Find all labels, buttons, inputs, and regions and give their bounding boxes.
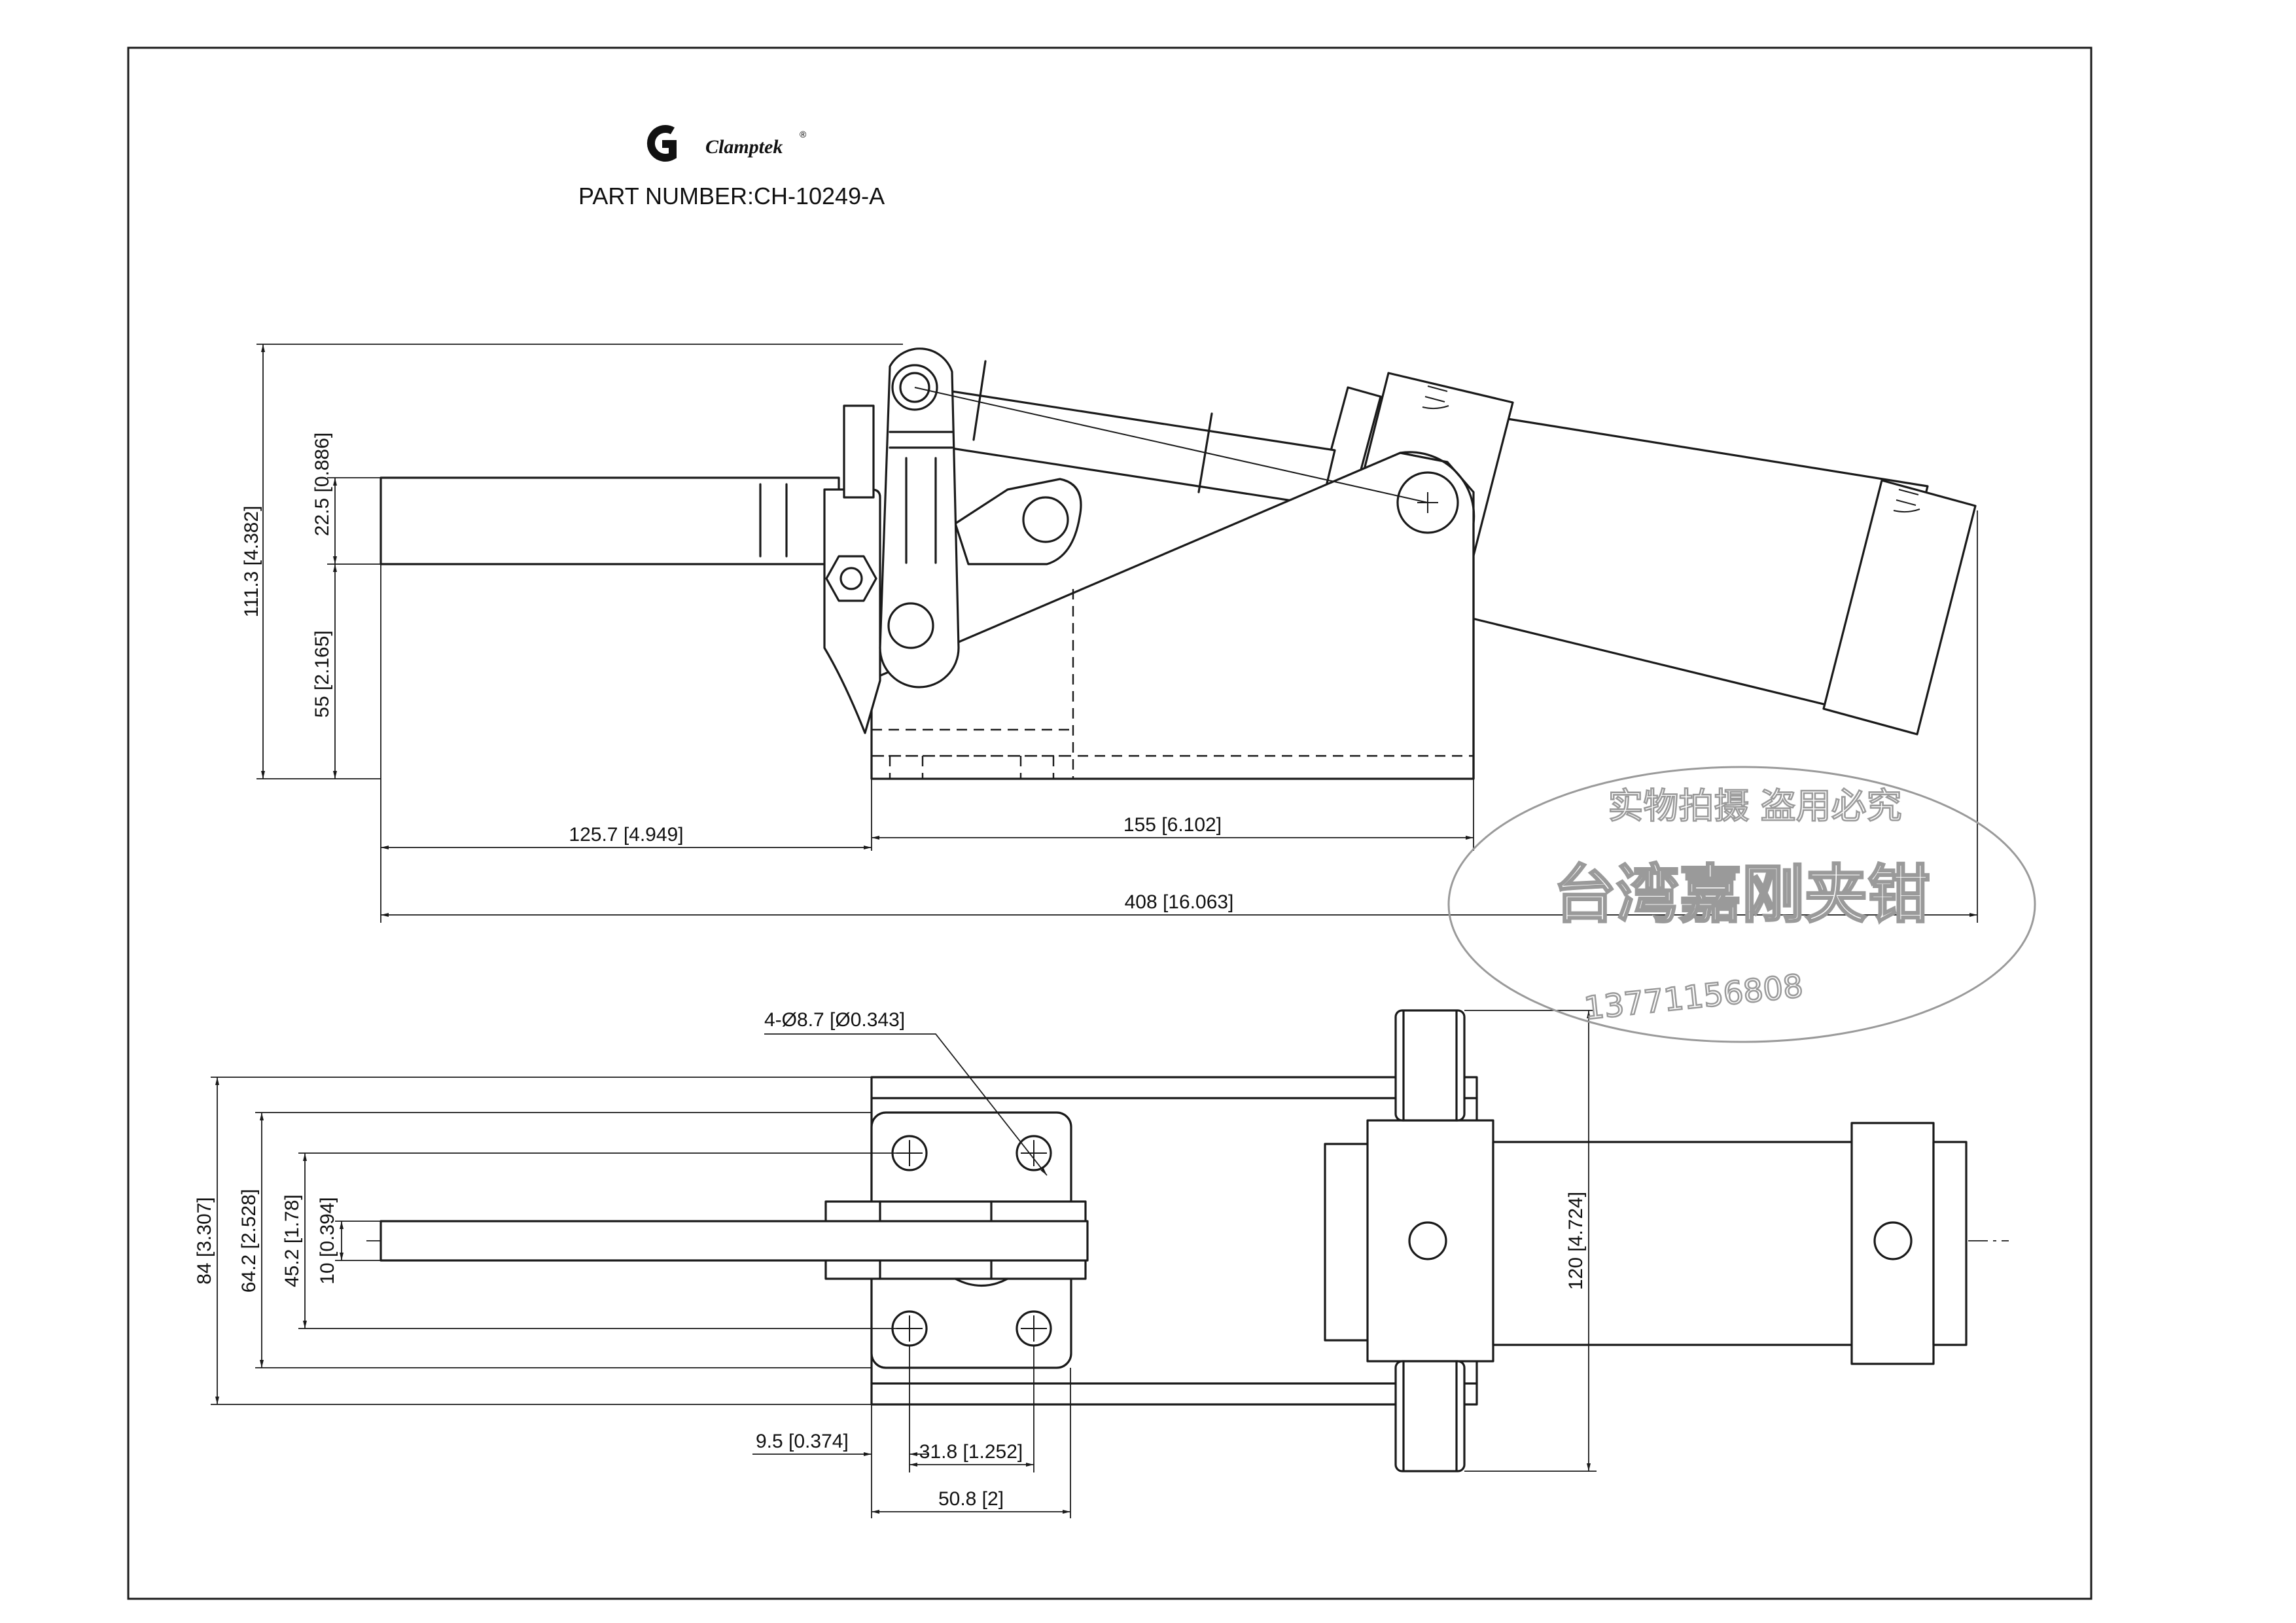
side-view: 111.3 [4.382] 22.5 [0.886] 55 [2.165] 12…	[241, 344, 1978, 923]
top-view: 84 [3.307] 64.2 [2.528] 45.2 [1.78] 10 […	[194, 1009, 2009, 1518]
cylinder-collar-top	[1324, 1143, 1372, 1342]
watermark-line-2: 台湾嘉刚夹钳	[1553, 858, 1930, 931]
dimension-inner-span: 45.2 [1.78]	[281, 1152, 910, 1329]
link-plate-hole	[1022, 496, 1069, 543]
dimension-base-length: 155 [6.102]	[872, 779, 1474, 851]
dimension-base-height: 55 [2.165]	[311, 564, 337, 779]
cylinder-axis-line	[914, 387, 1428, 503]
watermark-phone: 13771156808	[1582, 968, 1805, 1027]
handle-bar-side	[380, 476, 840, 565]
watermark: 实物拍摄 盗用必究 台湾嘉刚夹钳 13771156808	[1447, 766, 2036, 1043]
cylinder-tube-top	[1492, 1141, 1858, 1346]
piston-rod-side	[895, 383, 1336, 507]
part-number-value: CH-10249-A	[754, 183, 885, 209]
dimension-overall-height: 111.3 [4.382]	[241, 344, 903, 779]
mount-block-pivot	[1408, 1221, 1447, 1260]
handle-rod-top	[380, 1220, 1089, 1262]
drawing-border	[127, 46, 2093, 1600]
end-cap-pivot	[1873, 1221, 1913, 1260]
watermark-ellipse	[1447, 766, 2036, 1043]
hidden-lines	[872, 589, 1474, 779]
cylinder-end-flange-top	[1932, 1141, 1968, 1346]
trunnion-pin-top	[1394, 1009, 1466, 1122]
svg-text:55 [2.165]: 55 [2.165]	[311, 630, 333, 717]
watermark-line-1: 实物拍摄 盗用必究	[1608, 785, 1901, 827]
svg-text:125.7 [4.949]: 125.7 [4.949]	[569, 824, 683, 846]
base-arc	[1399, 451, 1475, 780]
svg-text:50.8 [2]: 50.8 [2]	[938, 1488, 1004, 1510]
svg-text:31.8 [1.252]: 31.8 [1.252]	[919, 1441, 1023, 1463]
svg-text:64.2 [2.528]: 64.2 [2.528]	[238, 1189, 260, 1293]
svg-text:45.2 [1.78]: 45.2 [1.78]	[281, 1194, 303, 1287]
svg-text:10 [0.394]: 10 [0.394]	[317, 1197, 338, 1284]
svg-text:111.3 [4.382]: 111.3 [4.382]	[241, 506, 262, 618]
dimension-reach: 125.7 [4.949]	[380, 564, 872, 923]
svg-text:9.5 [0.374]: 9.5 [0.374]	[756, 1431, 849, 1452]
svg-text:22.5 [0.886]: 22.5 [0.886]	[311, 433, 333, 536]
brand-name: Clamptek	[705, 136, 783, 158]
lower-pivot-hole	[887, 602, 934, 649]
svg-text:4-Ø8.7 [Ø0.343]: 4-Ø8.7 [Ø0.343]	[764, 1009, 905, 1031]
main-link	[879, 348, 960, 688]
svg-text:408 [16.063]: 408 [16.063]	[1125, 891, 1234, 913]
end-cap-clip-icon	[1893, 489, 1920, 513]
stop-block	[843, 404, 875, 499]
dimension-edge-offset: 9.5 [0.374]	[752, 1346, 1071, 1518]
dimension-rod: 10 [0.394]	[317, 1197, 381, 1285]
logo-g-mark	[646, 125, 677, 162]
dimension-handle-offset: 22.5 [0.886]	[311, 433, 381, 565]
dimension-hole-span-y: 64.2 [2.528]	[238, 1112, 872, 1368]
clamptek-logo: Clamptek ®	[646, 125, 807, 162]
dimension-hole-callout: 4-Ø8.7 [Ø0.343]	[764, 1009, 1048, 1176]
dimension-cylinder-width: 120 [4.724]	[1464, 1010, 1597, 1472]
svg-text:120 [4.724]: 120 [4.724]	[1565, 1192, 1587, 1290]
front-cap-clip-icon	[1422, 385, 1449, 410]
svg-text:84 [3.307]: 84 [3.307]	[194, 1197, 215, 1284]
dimension-overall-length: 408 [16.063]	[381, 510, 1978, 923]
trunnion-pin-bottom	[1394, 1360, 1466, 1472]
rod-joint-line	[972, 360, 987, 441]
registered-mark: ®	[800, 129, 807, 139]
part-number-label: PART NUMBER:	[578, 183, 754, 209]
dimension-base-width: 50.8 [2]	[872, 1488, 1070, 1514]
dimension-hole-span-x: 31.8 [1.252]	[910, 1441, 1034, 1467]
dimension-width-outer: 84 [3.307]	[194, 1077, 872, 1405]
cylinder-end-cap	[1822, 479, 1977, 736]
clamp-arm-plate	[823, 488, 881, 734]
svg-text:155 [6.102]: 155 [6.102]	[1123, 814, 1222, 836]
